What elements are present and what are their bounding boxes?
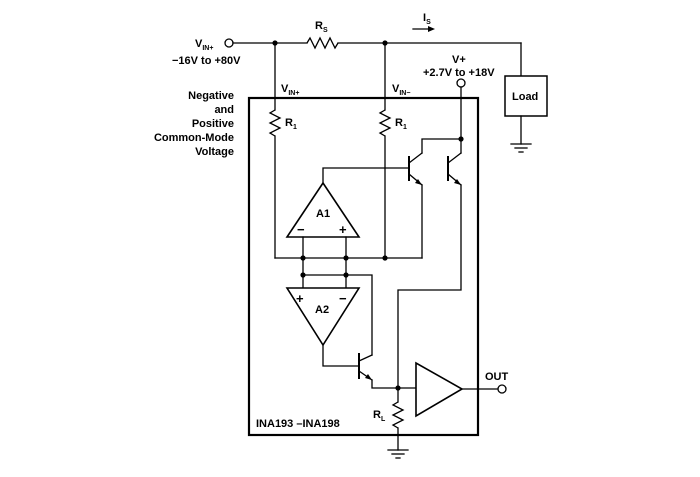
output-buffer-icon (415, 361, 464, 418)
junction-dot (382, 255, 388, 261)
r1-right-label: R1 (395, 117, 407, 131)
transistor-q1-icon (408, 152, 423, 186)
cm-label-line4: Common-Mode (154, 132, 234, 144)
a2-label: A2 (315, 304, 329, 316)
rs-resistor-icon (306, 36, 339, 50)
rl-label: RL (373, 409, 386, 423)
vin-plus-inner-label: VIN+ (281, 83, 299, 97)
a2-minus-label: − (339, 291, 347, 306)
transistor-q3-icon (358, 353, 373, 381)
cm-label-line2: and (214, 104, 234, 116)
rl-resistor-icon (391, 401, 405, 429)
chip-outline (247, 96, 480, 437)
load-box (504, 75, 548, 117)
junction-dot (458, 136, 464, 142)
current-arrow-icon (412, 26, 435, 32)
wire (322, 167, 410, 184)
vplus-terminal-icon (456, 78, 466, 88)
part-number-label: INA193 –INA198 (256, 418, 340, 430)
vin-plus-terminal-icon (224, 38, 234, 48)
load-label: Load (512, 91, 538, 103)
vplus-label: V+ (452, 54, 466, 66)
wire (421, 138, 462, 154)
r1-right-resistor-icon (378, 109, 392, 137)
a1-op-amp-icon (285, 181, 361, 238)
a2-op-amp-icon (285, 287, 361, 347)
vin-plus-label: VIN+ (195, 38, 213, 52)
load-ground-icon (510, 143, 532, 153)
cm-label-line1: Negative (188, 90, 234, 102)
wire (371, 379, 399, 389)
r1-left-resistor-icon (268, 109, 282, 137)
cm-label-line3: Positive (192, 118, 234, 130)
out-label: OUT (485, 371, 509, 383)
rs-label: RS (315, 20, 328, 34)
wire (302, 274, 373, 356)
vin-plus-range-label: −16V to +80V (172, 55, 241, 67)
a1-label: A1 (316, 208, 330, 220)
a1-plus-label: + (339, 222, 347, 237)
cm-label-line5: Voltage (195, 146, 234, 158)
is-label: IS (423, 12, 431, 26)
vin-minus-inner-label: VIN− (392, 83, 410, 97)
rl-ground-icon (387, 449, 409, 459)
out-terminal-icon (497, 384, 507, 394)
a2-plus-label: + (296, 291, 304, 306)
vplus-range-label: +2.7V to +18V (423, 67, 495, 79)
a1-minus-label: − (297, 222, 305, 237)
r1-left-label: R1 (285, 117, 297, 131)
wire (322, 344, 360, 367)
transistor-q2-icon (447, 152, 462, 186)
wire (397, 184, 462, 389)
